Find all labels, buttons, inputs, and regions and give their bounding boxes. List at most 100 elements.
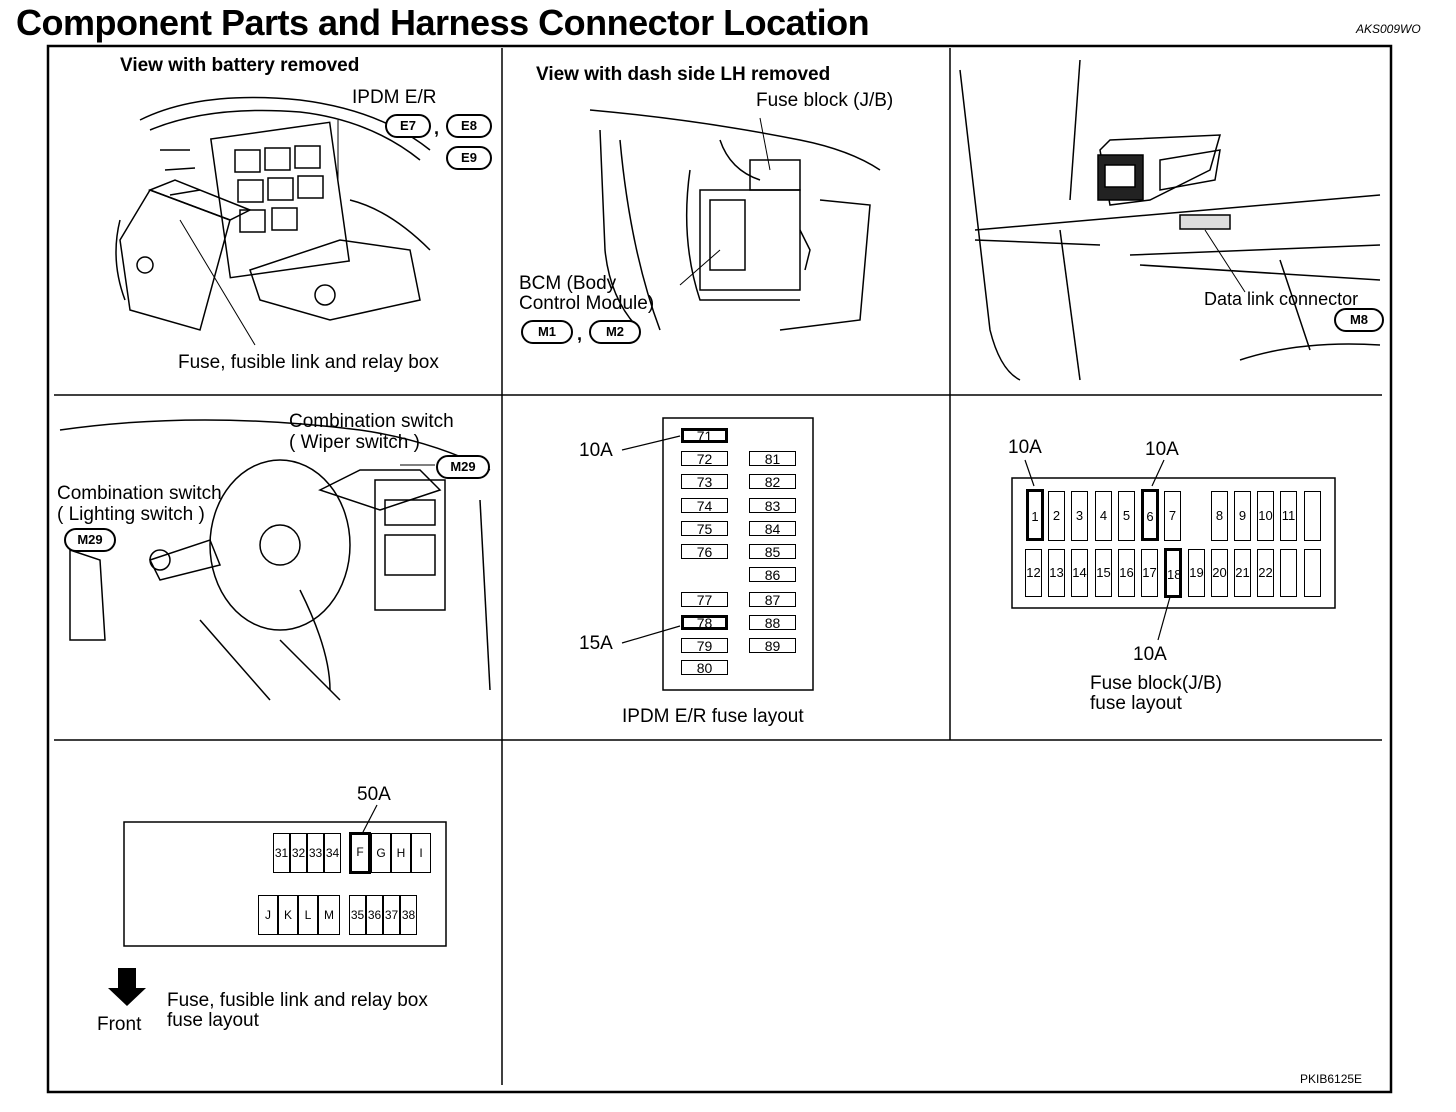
jb-fuse-7: 7 — [1164, 491, 1181, 541]
jb-fuse-21: 21 — [1234, 549, 1251, 597]
ipdm-fuse-89: 89 — [749, 638, 796, 654]
jb-fuse-spare-1 — [1280, 549, 1297, 597]
connector-m2: M2 — [589, 320, 641, 344]
ipdm-fuse-80: 80 — [681, 660, 728, 676]
jb-fuse-1: 1 — [1026, 489, 1044, 541]
jb-fuse-block-outline — [1011, 477, 1336, 609]
link-37: 37 — [383, 895, 400, 935]
link-f: F — [349, 832, 371, 874]
lighting-switch-label-line2: ( Lighting switch ) — [57, 504, 205, 525]
jb-amp-fuse-6: 10A — [1145, 439, 1179, 460]
jb-fuse-18: 18 — [1164, 548, 1182, 598]
page-title: Component Parts and Harness Connector Lo… — [16, 2, 870, 43]
link-33: 33 — [307, 833, 324, 873]
wiper-switch-label-line1: Combination switch — [289, 411, 454, 432]
jb-fuse-8: 8 — [1211, 491, 1228, 541]
engine-bay-illustration — [115, 96, 431, 346]
ipdm-fuse-81: 81 — [749, 451, 796, 467]
ipdm-fuse-85: 85 — [749, 544, 796, 560]
jb-amp-fuse-1: 10A — [1008, 437, 1042, 458]
link-35: 35 — [349, 895, 366, 935]
link-38: 38 — [400, 895, 417, 935]
front-arrow-icon — [108, 968, 146, 1006]
jb-fuse-17: 17 — [1141, 549, 1158, 597]
bcm-label-line1: BCM (Body — [519, 273, 617, 294]
ipdm-amp-15a: 15A — [579, 633, 613, 654]
jb-fuse-11: 11 — [1280, 491, 1297, 541]
relay-box-label: Fuse, fusible link and relay box — [178, 352, 439, 373]
jb-fuse-6: 6 — [1141, 489, 1159, 541]
relay-box-outline — [123, 821, 447, 947]
leader-lines — [362, 435, 1171, 833]
relay-box-layout-caption-line2: fuse layout — [167, 1010, 259, 1031]
ipdm-label: IPDM E/R — [352, 87, 437, 108]
front-label: Front — [97, 1014, 142, 1035]
wiper-switch-label-line2: ( Wiper switch ) — [289, 432, 420, 453]
link-m: M — [318, 895, 340, 935]
ipdm-fuse-87: 87 — [749, 592, 796, 608]
jb-fuse-16: 16 — [1118, 549, 1135, 597]
fuse-block-label: Fuse block (J/B) — [756, 90, 894, 111]
connector-e7: E7 — [385, 114, 431, 138]
connector-m29-wiper: M29 — [436, 455, 490, 479]
jb-caption-line1: Fuse block(J/B) — [1090, 673, 1222, 694]
ipdm-fuse-block-outline — [662, 417, 814, 691]
ipdm-fuse-84: 84 — [749, 521, 796, 537]
jb-caption-line2: fuse layout — [1090, 693, 1182, 714]
dash-side-illustration — [589, 109, 881, 331]
ipdm-fuse-79: 79 — [681, 638, 728, 654]
jb-fuse-20: 20 — [1211, 549, 1228, 597]
link-h: H — [391, 833, 411, 873]
lighting-switch-label-line1: Combination switch — [57, 483, 222, 504]
connector-e8: E8 — [446, 114, 492, 138]
jb-fuse-3: 3 — [1071, 491, 1088, 541]
jb-fuse-14: 14 — [1071, 549, 1088, 597]
ipdm-fuse-73: 73 — [681, 474, 728, 490]
link-j: J — [258, 895, 278, 935]
relay-box-layout-caption-line1: Fuse, fusible link and relay box — [167, 990, 428, 1011]
document-code: AKS009WO — [1356, 22, 1421, 36]
ipdm-fuse-82: 82 — [749, 474, 796, 490]
link-g: G — [371, 833, 391, 873]
ipdm-fuse-71: 71 — [681, 428, 728, 443]
jb-fuse-22: 22 — [1257, 549, 1274, 597]
link-36: 36 — [366, 895, 383, 935]
jb-fuse-12: 12 — [1025, 549, 1042, 597]
ipdm-fuse-83: 83 — [749, 498, 796, 514]
connector-m1: M1 — [521, 320, 573, 344]
connector-m8: M8 — [1334, 308, 1384, 332]
ipdm-amp-10a: 10A — [579, 440, 613, 461]
jb-fuse-19: 19 — [1188, 549, 1205, 597]
jb-fuse-2: 2 — [1048, 491, 1065, 541]
link-i: I — [411, 833, 431, 873]
ipdm-fuse-78: 78 — [681, 615, 728, 630]
jb-amp-fuse-18: 10A — [1133, 644, 1167, 665]
ipdm-fuse-86: 86 — [749, 567, 796, 583]
link-l: L — [298, 895, 318, 935]
ipdm-fuse-88: 88 — [749, 615, 796, 631]
combination-switch-illustration — [59, 419, 491, 701]
separator: , — [577, 324, 583, 344]
link-k: K — [278, 895, 298, 935]
jb-fuse-10: 10 — [1257, 491, 1274, 541]
relay-box-amp-50a: 50A — [357, 784, 391, 805]
jb-fuse-spare-top — [1304, 491, 1321, 541]
link-34: 34 — [324, 833, 341, 873]
panel2-view-title: View with dash side LH removed — [536, 64, 831, 85]
link-31: 31 — [273, 833, 290, 873]
separator: , — [434, 118, 440, 138]
jb-fuse-13: 13 — [1048, 549, 1065, 597]
ipdm-fuse-layout-caption: IPDM E/R fuse layout — [622, 706, 804, 727]
bcm-label-line2: Control Module) — [519, 293, 655, 314]
jb-fuse-spare-2 — [1304, 549, 1321, 597]
connector-e9: E9 — [446, 146, 492, 170]
data-link-connector-illustration — [959, 59, 1381, 381]
ipdm-fuse-76: 76 — [681, 544, 728, 560]
ipdm-fuse-77: 77 — [681, 592, 728, 608]
data-link-connector-label: Data link connector — [1204, 289, 1359, 309]
figure-reference-code: PKIB6125E — [1300, 1072, 1363, 1086]
jb-fuse-15: 15 — [1095, 549, 1112, 597]
ipdm-fuse-75: 75 — [681, 521, 728, 537]
connector-m29-lighting: M29 — [64, 528, 116, 552]
jb-fuse-9: 9 — [1234, 491, 1251, 541]
